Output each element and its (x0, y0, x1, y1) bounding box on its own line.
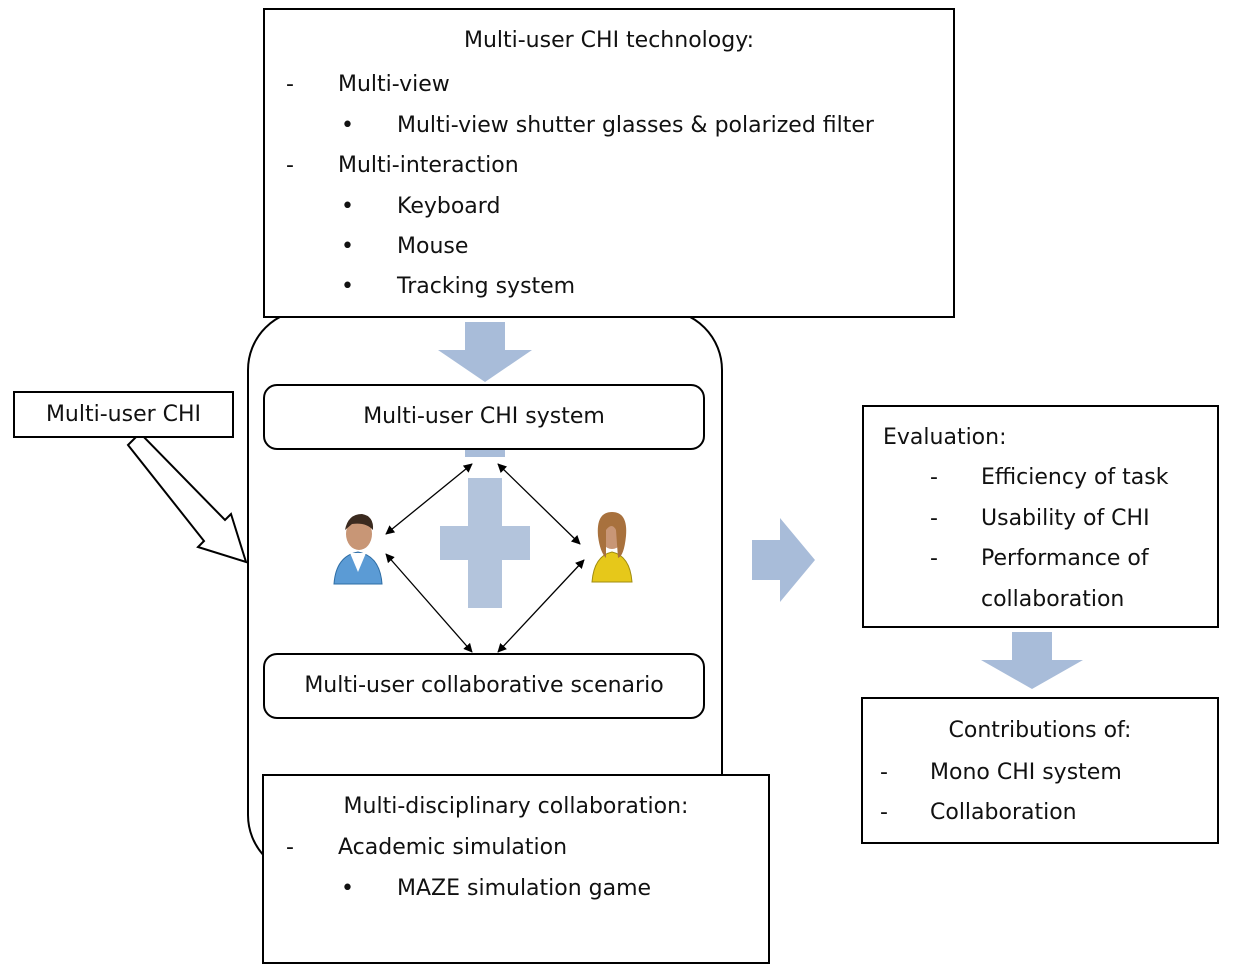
technology-box (263, 8, 955, 318)
diagram-graphics (126, 309, 1083, 876)
eval-item-1: Efficiency of task (981, 465, 1169, 490)
user-icon-male (333, 514, 383, 585)
multi-user-chi-label: Multi-user CHI (45, 402, 202, 427)
eval-item-2: Usability of CHI (981, 506, 1150, 531)
tech-marker-5: • (341, 234, 354, 259)
contrib-marker-1: - (880, 760, 888, 785)
arrow-center-to-eval (752, 518, 815, 602)
connection-arrows (385, 463, 585, 653)
tech-marker-1: - (286, 72, 294, 97)
tech-item-5: Mouse (397, 234, 469, 259)
scenario-box (263, 653, 705, 719)
collab-item-2: MAZE simulation game (397, 876, 652, 901)
collab-marker-2: • (341, 876, 354, 901)
evaluation-title: Evaluation: (883, 425, 1007, 450)
arrow-tech-to-system (438, 322, 532, 382)
multi-user-chi-label-box (13, 391, 234, 438)
collab-marker-1: - (286, 835, 294, 860)
tech-item-2: Multi-view shutter glasses & polarized f… (397, 113, 874, 138)
tech-marker-2: • (341, 113, 354, 138)
system-box (263, 384, 705, 450)
technology-title: Multi-user CHI technology: (463, 28, 755, 53)
contrib-marker-2: - (880, 800, 888, 825)
plus-symbol (440, 478, 530, 608)
tech-item-4: Keyboard (397, 194, 501, 219)
eval-marker-1: - (930, 465, 938, 490)
eval-item-4: collaboration (981, 587, 1125, 612)
tech-marker-4: • (341, 194, 354, 219)
contrib-item-1: Mono CHI system (930, 760, 1122, 785)
tech-item-1: Multi-view (338, 72, 450, 97)
collab-item-1: Academic simulation (338, 835, 568, 860)
contributions-box (861, 697, 1219, 844)
eval-item-3: Performance of (981, 546, 1149, 571)
hollow-arrow (126, 431, 248, 564)
contributions-title: Contributions of: (948, 718, 1132, 743)
eval-marker-2: - (930, 506, 938, 531)
scenario-label: Multi-user collaborative scenario (304, 673, 664, 698)
tech-item-6: Tracking system (397, 274, 576, 299)
system-label: Multi-user CHI system (363, 404, 605, 429)
contrib-item-2: Collaboration (930, 800, 1077, 825)
eval-marker-3: - (930, 546, 938, 571)
collaboration-title: Multi-disciplinary collaboration: (343, 794, 689, 819)
user-icon-female (591, 512, 633, 583)
tech-item-3: Multi-interaction (338, 153, 519, 178)
tech-marker-6: • (341, 274, 354, 299)
collaboration-box (262, 774, 770, 964)
tech-marker-3: - (286, 153, 294, 178)
evaluation-box (862, 405, 1219, 628)
arrow-eval-to-contrib (981, 632, 1083, 689)
